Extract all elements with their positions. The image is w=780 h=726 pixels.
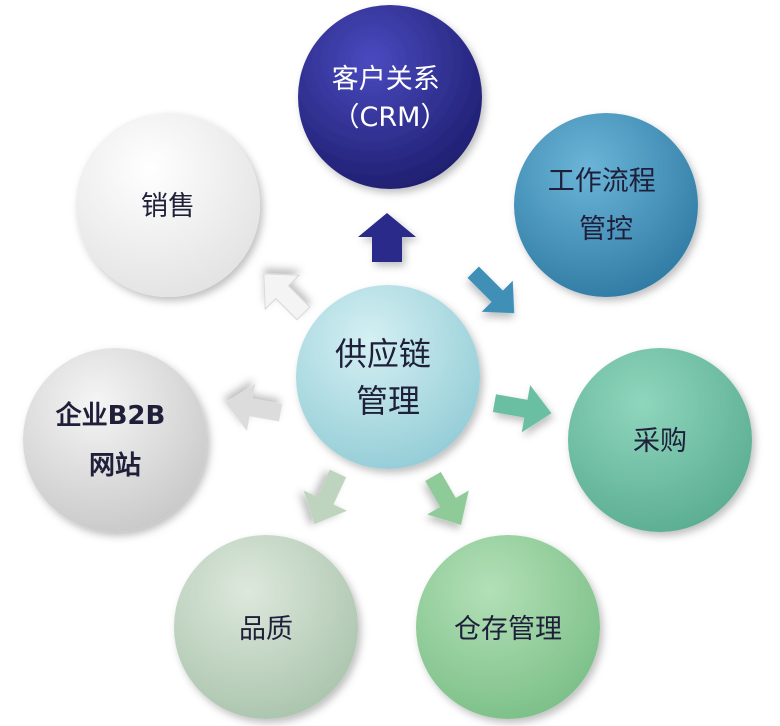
node-center: 供应链 管理 <box>296 285 480 469</box>
node-b2b: 企业B2B 网站 <box>23 348 207 532</box>
down-left-arrow-icon <box>303 469 348 525</box>
node-quality: 品质 <box>174 535 358 719</box>
down-right-arrow-icon <box>425 471 469 525</box>
svg-text:仓存管理: 仓存管理 <box>454 614 562 645</box>
node-b2b-line-1: 企业B2B <box>56 400 166 431</box>
left-arrow-icon <box>225 383 283 431</box>
svg-text:供应链 管理: 供应链 管理 <box>335 335 441 420</box>
up-left-arrow-icon <box>263 273 311 321</box>
node-crm-line-2: （CRM） <box>333 102 448 133</box>
node-warehouse: 仓存管理 <box>416 535 600 719</box>
svg-text:企业B2B 网站: 企业B2B 网站 <box>56 400 175 481</box>
node-sales: 销售 <box>76 113 260 297</box>
node-sales-line-1: 销售 <box>141 191 195 222</box>
svg-text:工作流程 管控: 工作流程 管控 <box>548 166 665 245</box>
node-purchase: 采购 <box>568 348 752 532</box>
arrows <box>225 213 552 525</box>
node-workflow-line-1: 工作流程 <box>548 166 656 197</box>
node-purchase-line-1: 采购 <box>633 426 687 457</box>
up-arrow-icon <box>358 213 416 262</box>
up-right-arrow-icon <box>467 266 515 314</box>
node-workflow-line-2: 管控 <box>579 214 633 245</box>
svg-text:采购: 采购 <box>633 426 687 457</box>
svg-text:销售: 销售 <box>141 191 195 222</box>
right-arrow-icon <box>492 385 552 433</box>
node-workflow: 工作流程 管控 <box>514 113 698 297</box>
node-crm-line-1: 客户关系 <box>332 64 440 95</box>
svg-text:品质: 品质 <box>239 614 293 645</box>
node-warehouse-line-1: 仓存管理 <box>454 614 562 645</box>
svg-text:客户关系 （CRM）: 客户关系 （CRM） <box>332 64 449 133</box>
center-line-1: 供应链 <box>335 335 431 373</box>
node-crm: 客户关系 （CRM） <box>298 5 482 189</box>
node-b2b-line-2: 网站 <box>89 451 141 481</box>
center-line-2: 管理 <box>356 382 420 420</box>
node-quality-line-1: 品质 <box>239 614 293 645</box>
